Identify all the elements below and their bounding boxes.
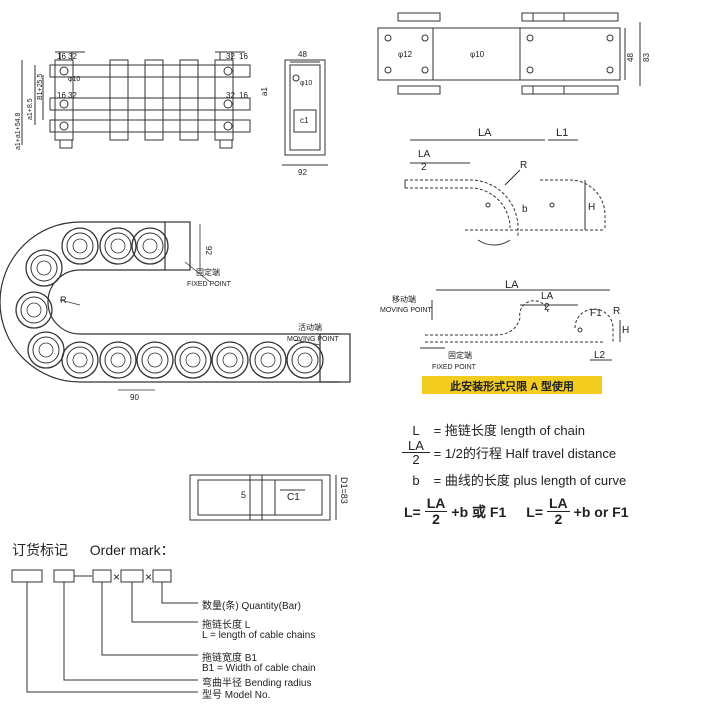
install2-f1: F1 <box>590 308 602 319</box>
formula: L= LA 2 +b 或 F1 L= LA 2 +b or F1 <box>404 496 629 527</box>
legend-l: L = 拖链长度 length of chain <box>402 420 585 439</box>
dim-d10: φ10 <box>68 76 80 83</box>
install-la-frac: LA <box>418 149 431 160</box>
install2-two: 2 <box>544 302 550 313</box>
link-detail <box>377 12 641 95</box>
formula-la: LA <box>424 495 448 512</box>
install-r: R <box>520 160 527 171</box>
dim-v4: B1+25.5 <box>37 74 44 100</box>
install2-l2: L2 <box>594 350 606 361</box>
order-title-en: Order mark： <box>89 542 175 558</box>
formula-mid: +b 或 F1 <box>451 503 507 520</box>
dim-v1: a1+a1+54.8 <box>15 113 22 150</box>
legend-la-num: LA <box>402 439 430 453</box>
dim-h92: 92 <box>204 246 213 255</box>
side-view-dims <box>59 224 321 391</box>
dim-d10b: φ10 <box>300 80 312 87</box>
install-note: 此安装形式只限 A 型使用 <box>450 379 574 393</box>
dim-s5: 5 <box>241 490 246 500</box>
formula-end: +b or F1 <box>573 503 629 520</box>
dim-c1: c1 <box>300 116 309 125</box>
dim-32d: 32 <box>226 91 235 100</box>
dim-h83: 83 <box>642 53 651 62</box>
order-title-cn: 订货标记 <box>12 542 68 558</box>
order-model: 型号 Model No. <box>202 690 271 701</box>
dim-h48: 48 <box>626 53 635 62</box>
legend-la-text: = 1/2的行程 Half travel distance <box>433 446 617 461</box>
fixed-point-cn: 固定端 <box>196 267 220 277</box>
legend-la-fraction: LA 2 <box>402 439 430 466</box>
formula-two: 2 <box>432 511 440 527</box>
moving-point-en-2: MOVING POINT <box>380 307 432 314</box>
formula-two-2: 2 <box>554 511 563 527</box>
chain-top-view <box>21 51 251 149</box>
install2-la: LA <box>505 279 519 291</box>
order-width-en: B1 = Width of cable chain <box>202 663 316 674</box>
chain-side-view <box>0 221 351 383</box>
formula-fraction-2: LA 2 <box>547 496 570 527</box>
legend-l-symbol: L <box>412 423 420 438</box>
note-bar <box>422 376 602 394</box>
section-detail <box>189 474 337 521</box>
chain-section-view <box>282 59 328 166</box>
dim-a1: a1 <box>260 87 269 96</box>
order-title: 订货标记 Order mark： <box>12 540 175 560</box>
install-diagram-2 <box>420 289 621 361</box>
install-la: LA <box>478 127 492 139</box>
dim-d10c: φ10 <box>470 50 485 59</box>
dim-D1: D1=83 <box>339 477 349 504</box>
install-l1: L1 <box>556 127 568 139</box>
dim-v2: a1+8.5 <box>27 98 34 120</box>
dim-32a: 32 <box>68 52 77 61</box>
fixed-point-cn-2: 固定端 <box>448 350 472 360</box>
install2-r: R <box>613 306 620 317</box>
dim-90: 90 <box>130 393 139 402</box>
formula-la-2: LA <box>547 495 570 512</box>
dim-48: 48 <box>298 50 307 59</box>
install2-h: H <box>622 325 629 336</box>
install2-la-frac: LA <box>541 291 554 302</box>
moving-point-cn: 活动端 <box>298 322 322 332</box>
moving-point-cn-2: 移动端 <box>392 294 416 304</box>
dim-16c: 16 <box>57 91 66 100</box>
formula-prefix: L= <box>404 503 421 520</box>
order-qty: 数量(条) Quantity(Bar) <box>202 601 301 612</box>
legend-l-text: = 拖链长度 length of chain <box>433 423 586 438</box>
legend-b-text: = 曲线的长度 plus length of curve <box>433 473 627 488</box>
dim-16b: 16 <box>239 52 248 61</box>
dim-92: 92 <box>298 168 307 177</box>
dim-C1: C1 <box>287 492 300 503</box>
dim-d12: φ12 <box>398 50 413 59</box>
formula-fraction: LA 2 <box>424 495 448 527</box>
install-h: H <box>588 202 595 213</box>
formula-prefix-2: L= <box>526 503 543 520</box>
install-two: 2 <box>421 162 427 173</box>
order-length-en: L = length of cable chains <box>202 630 316 641</box>
fixed-point-en-2: FIXED POINT <box>432 364 477 371</box>
legend-b: b = 曲线的长度 plus length of curve <box>402 470 626 489</box>
legend-la-den: 2 <box>412 452 420 467</box>
order-mark-diagram <box>11 569 198 693</box>
order-x2: × <box>145 570 152 584</box>
moving-point-en: MOVING POINT <box>287 336 339 343</box>
order-x1: × <box>113 570 120 584</box>
fixed-point-en: FIXED POINT <box>187 281 232 288</box>
order-width-cn: 拖链宽度 B1 <box>202 653 258 664</box>
install-diagram-1 <box>404 139 606 246</box>
dim-r: R <box>60 295 67 305</box>
legend-la: LA 2 = 1/2的行程 Half travel distance <box>402 439 616 466</box>
dim-32b: 32 <box>226 52 235 61</box>
order-length-cn: 拖链长度 L <box>202 620 251 631</box>
dim-16d: 16 <box>239 91 248 100</box>
dim-16a: 16 <box>57 52 66 61</box>
order-radius: 弯曲半径 Bending radius <box>202 678 312 689</box>
install-b: b <box>522 204 528 215</box>
legend-b-symbol: b <box>412 473 420 488</box>
dim-32c: 32 <box>68 91 77 100</box>
